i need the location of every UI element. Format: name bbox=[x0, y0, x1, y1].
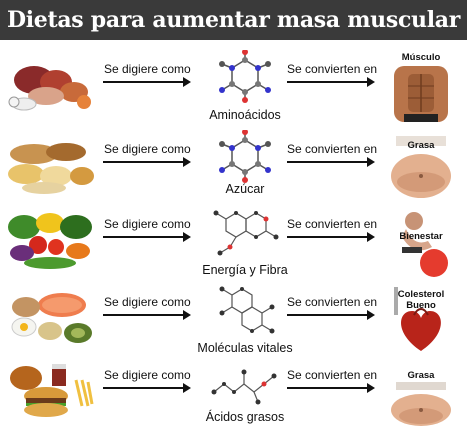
converts-label: Se convierten en bbox=[287, 368, 378, 382]
result-wellbeing: Bienestar bbox=[384, 207, 458, 277]
result-fat: Grasa bbox=[384, 132, 458, 202]
arrow-digest bbox=[103, 77, 191, 87]
converts-label: Se convierten en bbox=[287, 62, 378, 76]
arrow-digest bbox=[103, 310, 191, 320]
digest-label: Se digiere como bbox=[104, 368, 191, 382]
diet-row-carbs: Se digiere como Azúcar Se convierten en … bbox=[0, 130, 467, 206]
fiber-molecule-icon bbox=[213, 210, 279, 256]
fatty-acid-molecule-icon bbox=[211, 369, 277, 405]
result-good-cholesterol: Colesterol Bueno bbox=[384, 285, 458, 355]
healthy-fat-foods-image bbox=[11, 293, 92, 343]
sugar-molecule-icon bbox=[219, 130, 271, 183]
molecule-label: Aminoácidos bbox=[209, 108, 281, 122]
result-label: Colesterol Bueno bbox=[397, 289, 445, 311]
diet-row-vegetables: Se digiere como Energía y Fibra Se convi… bbox=[0, 205, 467, 281]
belly-fat-image bbox=[391, 382, 451, 426]
belly-fat-image bbox=[391, 136, 451, 198]
result-label: Grasa bbox=[407, 370, 435, 381]
digest-label: Se digiere como bbox=[104, 295, 191, 309]
digest-label: Se digiere como bbox=[104, 217, 191, 231]
converts-label: Se convierten en bbox=[287, 295, 378, 309]
vital-molecule-icon bbox=[219, 286, 275, 334]
result-muscle: Músculo bbox=[384, 52, 458, 122]
protein-foods-image bbox=[8, 66, 91, 111]
molecule-label: Energía y Fibra bbox=[202, 263, 288, 277]
diet-row-healthy-fats: Se digiere como Moléculas vitales Se con… bbox=[0, 283, 467, 359]
result-label: Músculo bbox=[401, 52, 441, 63]
diet-row-protein: Se digiere como Aminoácidos Se convierte… bbox=[0, 50, 467, 126]
exercise-woman-image bbox=[402, 212, 448, 277]
arrow-converts bbox=[287, 310, 375, 320]
molecule-label: Azúcar bbox=[225, 182, 265, 196]
converts-label: Se convierten en bbox=[287, 142, 378, 156]
muscular-torso-image bbox=[394, 66, 448, 122]
arrow-converts bbox=[287, 157, 375, 167]
title-bar: Dietas para aumentar masa muscular bbox=[0, 0, 467, 40]
digest-label: Se digiere como bbox=[104, 142, 191, 156]
diet-row-fast-food: Se digiere como Ácidos grasos Se convier… bbox=[0, 356, 467, 432]
arrow-digest bbox=[103, 232, 191, 242]
result-fat: Grasa bbox=[384, 358, 458, 428]
aminoacid-molecule-icon bbox=[219, 50, 271, 103]
molecule-label: Ácidos grasos bbox=[205, 410, 285, 424]
carbohydrate-foods-image bbox=[8, 143, 94, 194]
molecule-label: Moléculas vitales bbox=[197, 341, 293, 355]
page-title: Dietas para aumentar masa muscular bbox=[6, 7, 461, 33]
result-label: Grasa bbox=[407, 140, 435, 151]
digest-label: Se digiere como bbox=[104, 62, 191, 76]
converts-label: Se convierten en bbox=[287, 217, 378, 231]
fast-food-image bbox=[10, 364, 94, 417]
vegetable-foods-image bbox=[8, 213, 92, 269]
arrow-converts bbox=[287, 383, 375, 393]
arrow-digest bbox=[103, 383, 191, 393]
heart-image bbox=[394, 287, 441, 351]
result-label: Bienestar bbox=[399, 231, 443, 242]
arrow-converts bbox=[287, 232, 375, 242]
arrow-converts bbox=[287, 77, 375, 87]
arrow-digest bbox=[103, 157, 191, 167]
